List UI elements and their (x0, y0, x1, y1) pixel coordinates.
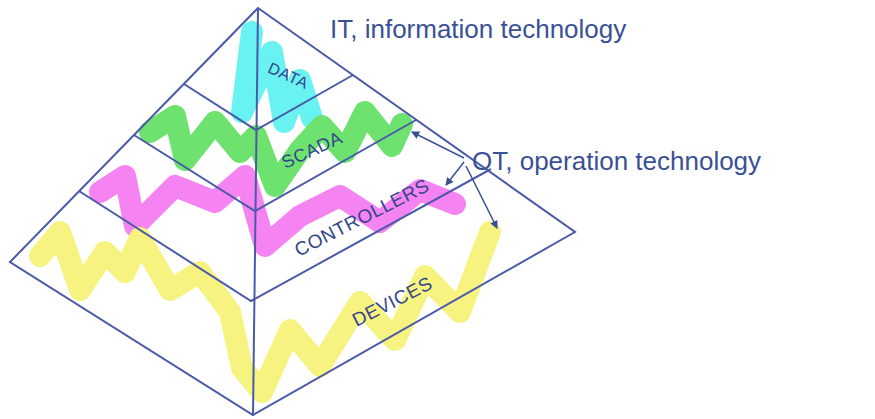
layer-group-label: IT, information technology (330, 14, 626, 45)
data-band (242, 32, 312, 122)
leader-line (446, 162, 464, 185)
pyramid-outline (10, 8, 575, 415)
layer-group-label: OT, operation technology (472, 146, 761, 177)
leader-line (412, 132, 464, 158)
layer-boundary (184, 75, 353, 130)
devices-band (40, 232, 490, 392)
layer-boundary (134, 120, 416, 211)
